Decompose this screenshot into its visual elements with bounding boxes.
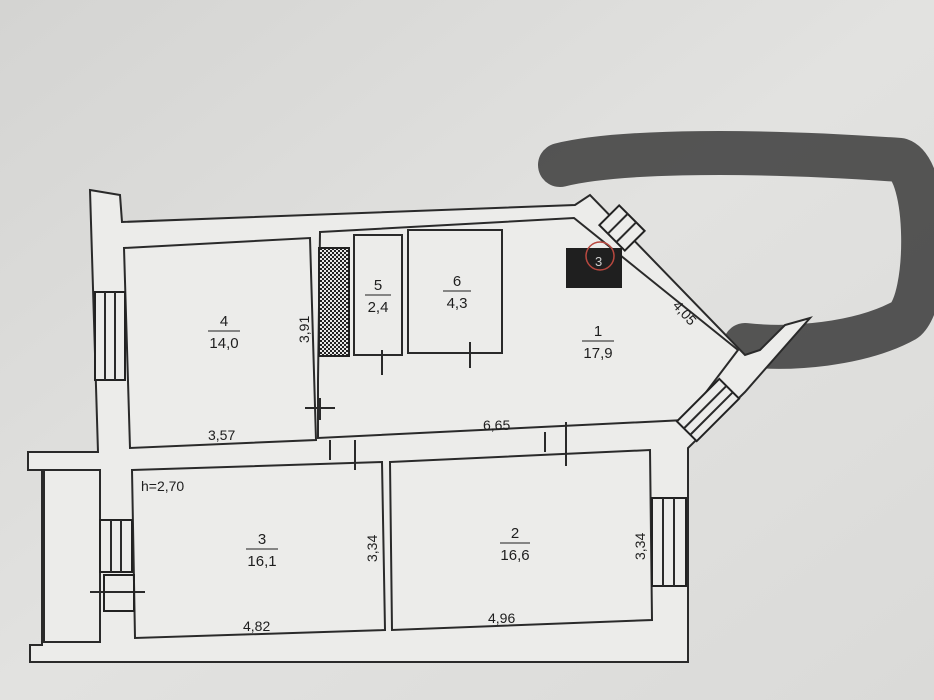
dim-room3-height: 3,34 xyxy=(364,535,380,562)
dim-corridor-length: 6,65 xyxy=(483,417,510,433)
room-3-area: 16,1 xyxy=(247,553,276,570)
dim-room3-width: 4,82 xyxy=(243,618,270,634)
room-5-number: 5 xyxy=(374,277,382,294)
dimension-labels: 3,91 3,57 6,65 4,05 3,34 4,82 4,96 3,34 … xyxy=(141,297,700,634)
room-4-number: 4 xyxy=(220,313,228,330)
door-marks xyxy=(90,342,567,612)
room-5-area: 2,4 xyxy=(368,299,389,316)
balcony-left xyxy=(43,469,101,643)
room-1-area: 17,9 xyxy=(583,345,612,362)
room-2-number: 2 xyxy=(511,525,519,542)
dim-room4-height: 3,91 xyxy=(296,316,312,343)
dim-room2-width: 4,96 xyxy=(488,610,515,626)
ventilation-shaft xyxy=(318,247,350,357)
room-1-number: 1 xyxy=(594,323,602,340)
stamp-mark: 3 xyxy=(566,241,622,288)
room-6-area: 4,3 xyxy=(447,295,468,312)
room-2-outline xyxy=(388,448,654,632)
dim-room2-height: 3,34 xyxy=(632,533,648,560)
room-6-number: 6 xyxy=(453,273,461,290)
windows xyxy=(94,203,741,587)
room-3-number: 3 xyxy=(258,531,266,548)
ceiling-height: h=2,70 xyxy=(141,478,184,494)
room-labels: 1 17,9 2 16,6 3 16,1 4 14,0 5 2,4 6 4,3 xyxy=(208,273,614,570)
room-4-area: 14,0 xyxy=(209,335,238,352)
dim-room4-width: 3,57 xyxy=(208,427,235,443)
stamp-text: 3 xyxy=(595,254,602,269)
marker-scribble xyxy=(538,131,934,369)
room-2-area: 16,6 xyxy=(500,547,529,564)
